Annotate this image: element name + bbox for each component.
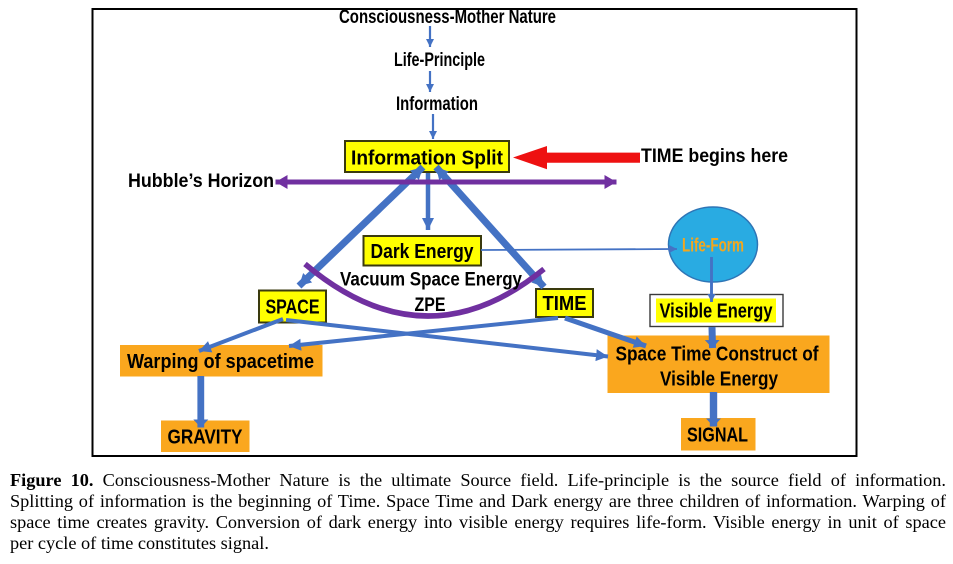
svg-text:Vacuum Space Energy: Vacuum Space Energy bbox=[340, 270, 522, 291]
svg-text:Information Split: Information Split bbox=[351, 148, 503, 170]
svg-text:Dark Energy: Dark Energy bbox=[371, 241, 475, 263]
svg-text:Information: Information bbox=[396, 94, 478, 115]
svg-text:Life-Principle: Life-Principle bbox=[394, 50, 485, 71]
svg-text:SIGNAL: SIGNAL bbox=[687, 425, 748, 447]
svg-text:TIME begins here: TIME begins here bbox=[641, 146, 788, 167]
svg-text:TIME: TIME bbox=[543, 293, 587, 315]
svg-text:ZPE: ZPE bbox=[415, 295, 446, 316]
svg-text:GRAVITY: GRAVITY bbox=[168, 427, 244, 449]
svg-text:SPACE: SPACE bbox=[266, 297, 320, 319]
svg-text:Warping of spacetime: Warping of spacetime bbox=[127, 351, 314, 373]
svg-text:Visible Energy: Visible Energy bbox=[660, 369, 779, 391]
svg-text:Visible Energy: Visible Energy bbox=[660, 301, 774, 323]
svg-text:Life-Form: Life-Form bbox=[682, 236, 744, 257]
svg-text:Space Time Construct of: Space Time Construct of bbox=[616, 344, 819, 366]
svg-text:Hubble’s Horizon: Hubble’s Horizon bbox=[128, 170, 274, 192]
svg-text:Consciousness-Mother Nature: Consciousness-Mother Nature bbox=[339, 7, 556, 28]
